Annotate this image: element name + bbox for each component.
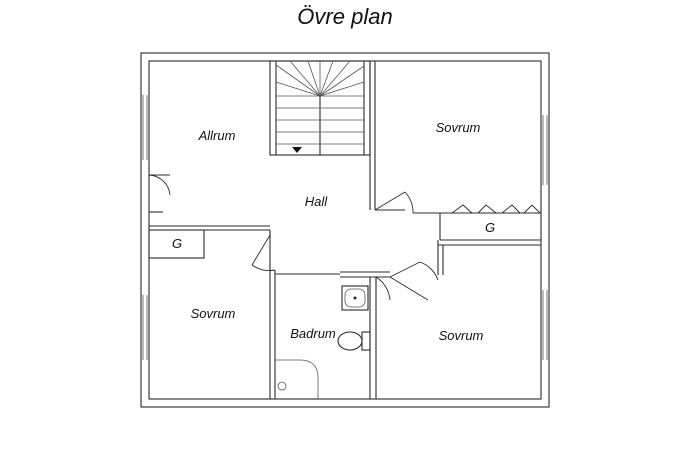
door-allrum [148, 174, 171, 196]
garderob-right [439, 204, 541, 241]
room-label-sovrum-bottom-right: Sovrum [439, 328, 484, 343]
room-label-allrum: Allrum [198, 128, 236, 143]
window-right-top [542, 115, 548, 185]
outer-wall-outer [140, 52, 550, 408]
door-badrum-leaf [389, 261, 421, 278]
door-sovrum-tr-leaf [374, 191, 406, 211]
door-sovrum-br [419, 261, 439, 281]
room-label-garderob-right: G [485, 220, 495, 235]
window-left-bottom [142, 295, 148, 360]
toilet-icon [337, 331, 371, 351]
room-label-sovrum-top-right: Sovrum [436, 120, 481, 135]
room-label-hall: Hall [305, 194, 329, 209]
room-label-badrum: Badrum [290, 326, 336, 341]
staircase [269, 60, 371, 156]
door-sovrum-left-leaf [251, 234, 271, 266]
window-right-bottom [542, 290, 548, 360]
garderob-left [148, 229, 205, 259]
shower-icon [275, 359, 319, 399]
room-label-garderob-left: G [172, 236, 182, 251]
window-left-top [142, 95, 148, 160]
sink-icon [341, 285, 369, 311]
room-label-sovrum-left: Sovrum [191, 306, 236, 321]
stair-arrow-icon [292, 147, 302, 153]
plan-title: Övre plan [297, 4, 393, 29]
